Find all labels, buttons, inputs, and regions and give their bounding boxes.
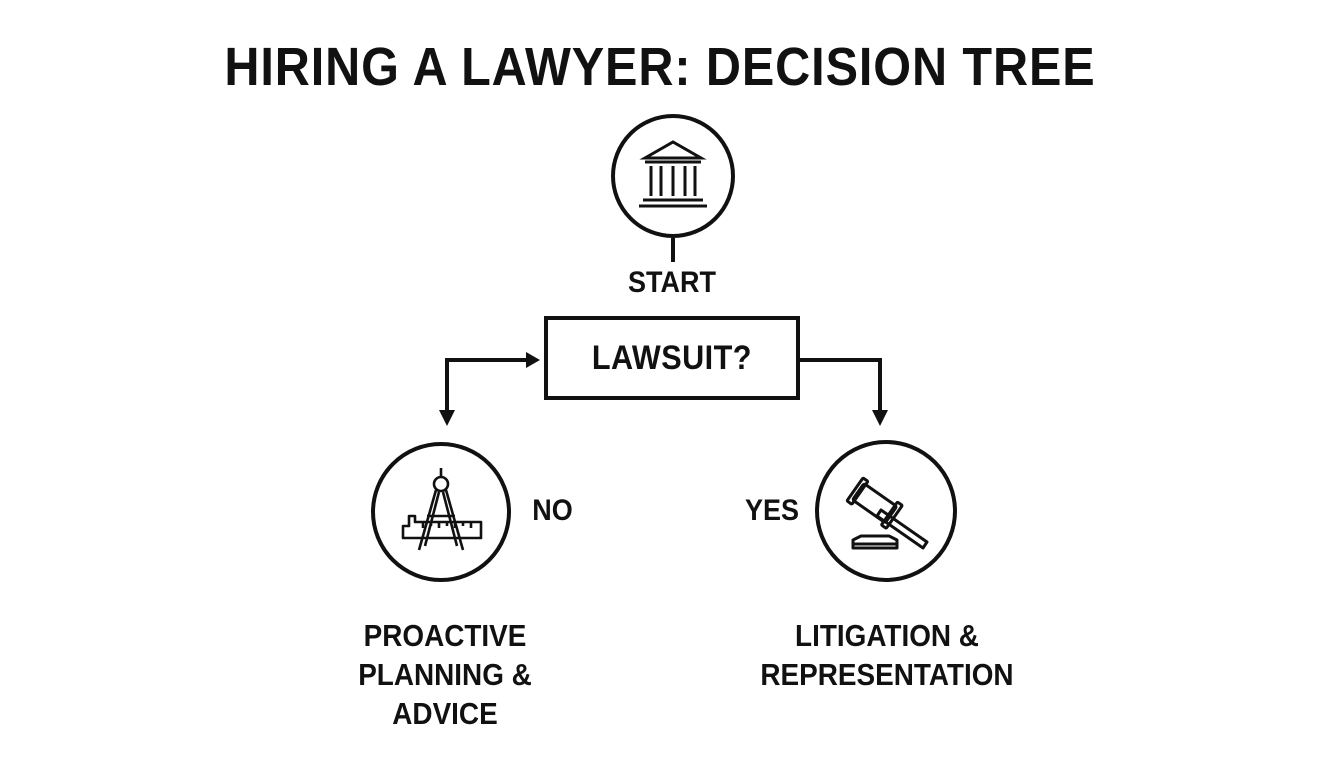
start-label: START xyxy=(627,266,716,299)
diagram-title: HIRING A LAWYER: DECISION TREE xyxy=(224,37,1096,97)
outcome-proactive-planning: PROACTIVE PLANNING & ADVICE xyxy=(330,616,560,733)
yes-branch-connector xyxy=(800,358,882,412)
outcome-line: PROACTIVE xyxy=(363,618,527,653)
gavel-icon xyxy=(845,476,929,550)
yes-branch-label: YES xyxy=(745,494,800,527)
courthouse-icon xyxy=(639,140,707,208)
compass-ruler-icon xyxy=(401,468,483,551)
no-branch-arrow-right xyxy=(526,352,540,368)
yes-branch-node xyxy=(815,440,957,582)
no-branch-label: NO xyxy=(532,494,573,527)
yes-branch-arrow-down xyxy=(872,410,888,426)
decision-question: LAWSUIT? xyxy=(591,338,752,377)
start-node xyxy=(611,114,735,238)
no-branch-connector xyxy=(445,358,528,414)
outcome-line: REPRESENTATION xyxy=(760,657,1014,692)
outcome-line: ADVICE xyxy=(392,696,498,731)
outcome-line: PLANNING & xyxy=(358,657,532,692)
outcome-line: LITIGATION & xyxy=(795,618,979,653)
no-branch-arrow-down xyxy=(439,410,455,426)
no-branch-node xyxy=(371,442,511,582)
outcome-litigation: LITIGATION & REPRESENTATION xyxy=(742,616,1032,694)
decision-box: LAWSUIT? xyxy=(544,316,800,400)
